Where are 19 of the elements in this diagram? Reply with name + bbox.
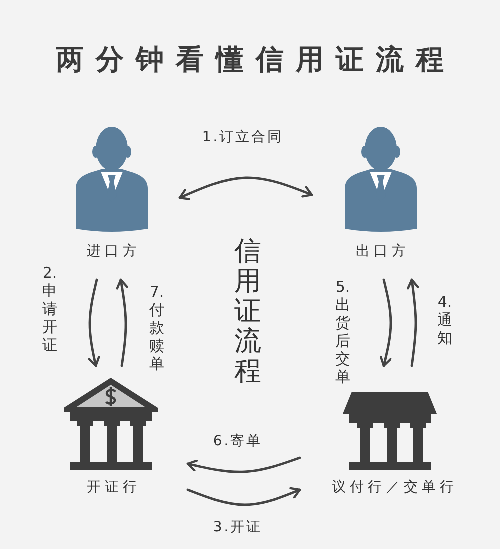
edge-label: 6.寄单 xyxy=(211,434,263,450)
vertical-heading: 信用证流程 xyxy=(234,237,262,387)
curved-arrow xyxy=(407,278,420,368)
role-label: 进口方 xyxy=(86,244,141,260)
curved-arrow xyxy=(186,456,302,474)
edge-label: 4.通知 xyxy=(438,293,452,347)
edge-label: 5.出货后交单 xyxy=(336,278,350,386)
curved-arrow xyxy=(380,278,392,368)
role-label: 议付行／交单行 xyxy=(331,480,458,496)
edge-label: 7.付款赎单 xyxy=(150,283,164,373)
curved-arrow xyxy=(186,487,302,506)
curved-arrow xyxy=(116,278,128,368)
title: 两分钟看懂信用证流程 xyxy=(55,43,456,77)
curved-arrow xyxy=(88,278,100,368)
double-headed-arrow xyxy=(178,176,314,200)
edge-label: 3.开证 xyxy=(211,520,263,536)
edge-label: 2.申请开证 xyxy=(42,264,58,354)
role-label: 出口方 xyxy=(355,244,410,260)
role-label: 开证行 xyxy=(86,480,141,496)
